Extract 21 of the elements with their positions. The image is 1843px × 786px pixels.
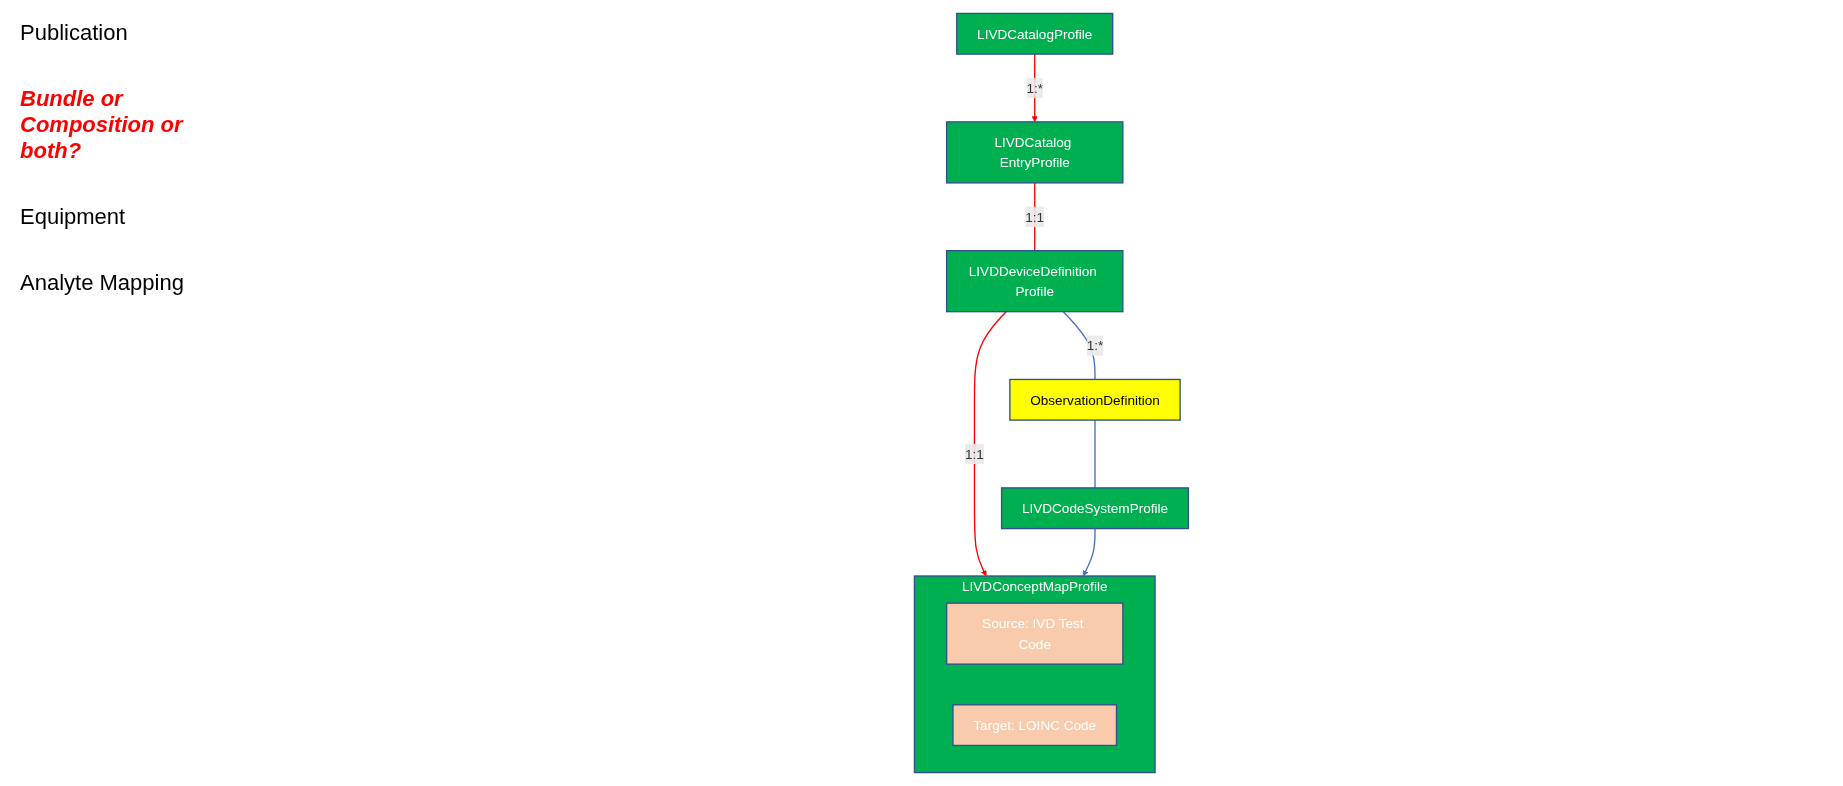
node-box: LIVDCatalog EntryProfile (946, 121, 1124, 184)
arrow (1031, 53, 1038, 123)
node-box: ObservationDefinition (1009, 378, 1181, 421)
node-box: Target: LOINC Code (952, 704, 1118, 747)
node-box: LIVDCatalogProfile (956, 12, 1114, 55)
row-label: Analyte Mapping (20, 270, 185, 296)
node-box: LIVDDeviceDefinition Profile (946, 250, 1124, 313)
arrow (1083, 527, 1096, 577)
edge-label: 1:* (1086, 338, 1104, 354)
edge-label: 1:1 (965, 446, 984, 462)
row-label: Equipment (20, 204, 127, 230)
node-box: LIVDCodeSystemProfile (1001, 487, 1190, 530)
node-box: Source: IVD Test Code (946, 602, 1124, 665)
edge-label: 1:1 (1025, 209, 1045, 225)
row-label: Publication (20, 20, 129, 46)
connector (1094, 419, 1096, 489)
arrow (973, 311, 1007, 577)
note-text: Bundle or Composition or both? (20, 86, 185, 164)
connector (1062, 311, 1096, 381)
connector (1034, 182, 1036, 252)
edge-label: 1:* (1026, 80, 1044, 96)
